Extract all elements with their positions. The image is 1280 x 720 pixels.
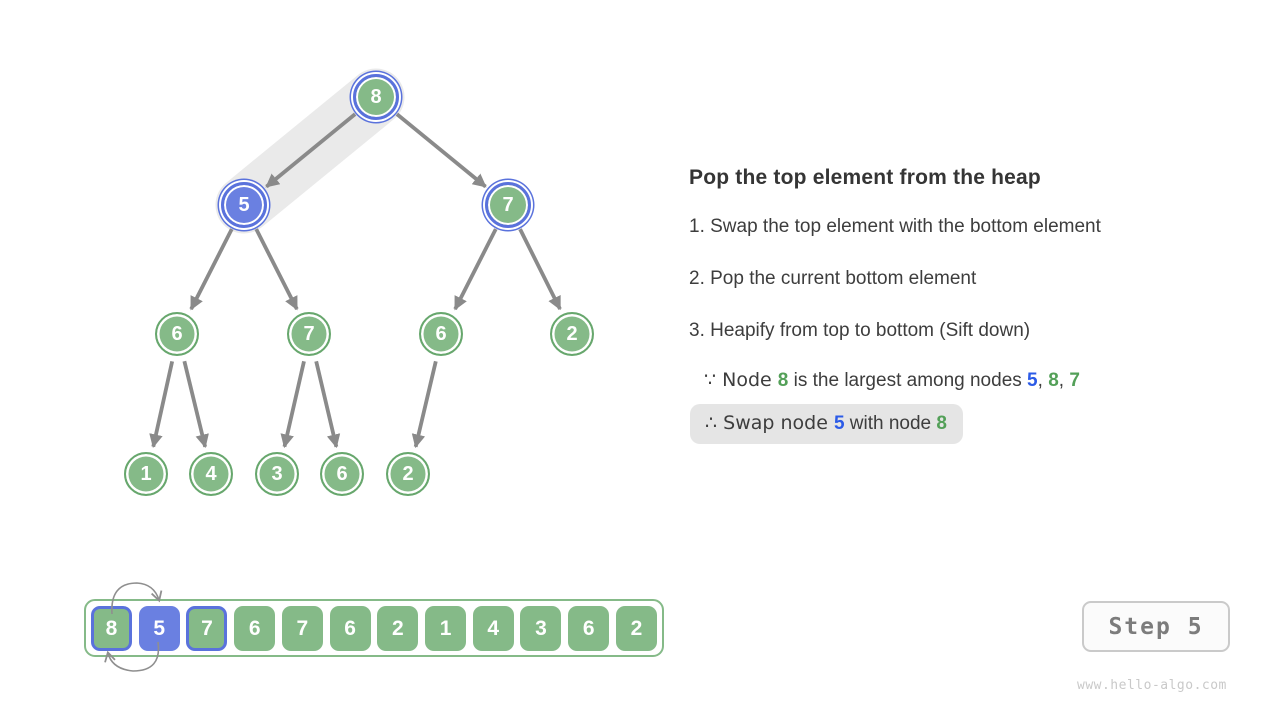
tree-node-2: 2 xyxy=(550,312,594,356)
tree-node-7: 7 xyxy=(485,182,531,228)
node-ref-5: 5 xyxy=(833,413,845,434)
reason-text: ∵ Node xyxy=(704,369,778,391)
reason-text: , xyxy=(1037,370,1049,391)
array-cell-10: 6 xyxy=(568,605,610,651)
tree-node-8: 8 xyxy=(353,74,399,120)
node-ref-7: 7 xyxy=(1069,370,1080,391)
array-cell-4: 7 xyxy=(281,605,323,651)
because-line: ∵ Node 8 is the largest among nodes 5, 8… xyxy=(704,369,1080,392)
step-badge: Step 5 xyxy=(1082,601,1230,652)
panel-title: Pop the top element from the heap xyxy=(689,166,1041,189)
step-line-2: 2. Pop the current bottom element xyxy=(689,268,977,289)
array-cell-5: 6 xyxy=(329,605,371,651)
reason-text: is the largest among nodes xyxy=(788,370,1028,391)
tree-node-4: 4 xyxy=(189,452,233,496)
step-line-1: 1. Swap the top element with the bottom … xyxy=(689,216,1101,237)
tree-node-5: 5 xyxy=(221,182,267,228)
node-ref-5: 5 xyxy=(1027,370,1038,391)
tree-node-6: 6 xyxy=(419,312,463,356)
tree-node-2: 2 xyxy=(386,452,430,496)
therefore-line: ∴ Swap node 5 with node 8 xyxy=(690,404,963,444)
tree-node-6: 6 xyxy=(320,452,364,496)
tree-node-6: 6 xyxy=(155,312,199,356)
array-cell-1: 5 xyxy=(138,605,180,651)
node-ref-8: 8 xyxy=(1048,370,1059,391)
watermark: www.hello-algo.com xyxy=(1077,678,1227,693)
array-cell-8: 4 xyxy=(472,605,514,651)
array-cell-9: 3 xyxy=(520,605,562,651)
node-ref-8: 8 xyxy=(936,413,947,434)
tree-node-3: 3 xyxy=(255,452,299,496)
array-cell-2: 7 xyxy=(186,605,228,651)
array-cell-7: 1 xyxy=(425,605,467,651)
reason-text: ∴ Swap node xyxy=(705,412,834,434)
array-cell-0: 8 xyxy=(91,605,132,651)
array-cell-6: 2 xyxy=(377,605,419,651)
node-ref-8: 8 xyxy=(777,370,789,391)
array-cell-3: 6 xyxy=(234,605,276,651)
tree-node-1: 1 xyxy=(124,452,168,496)
reason-text: , xyxy=(1058,370,1070,391)
tree-node-7: 7 xyxy=(287,312,331,356)
reason-text: with node xyxy=(844,413,937,434)
step-line-3: 3. Heapify from top to bottom (Sift down… xyxy=(689,320,1031,341)
array-cell-11: 2 xyxy=(615,605,657,651)
